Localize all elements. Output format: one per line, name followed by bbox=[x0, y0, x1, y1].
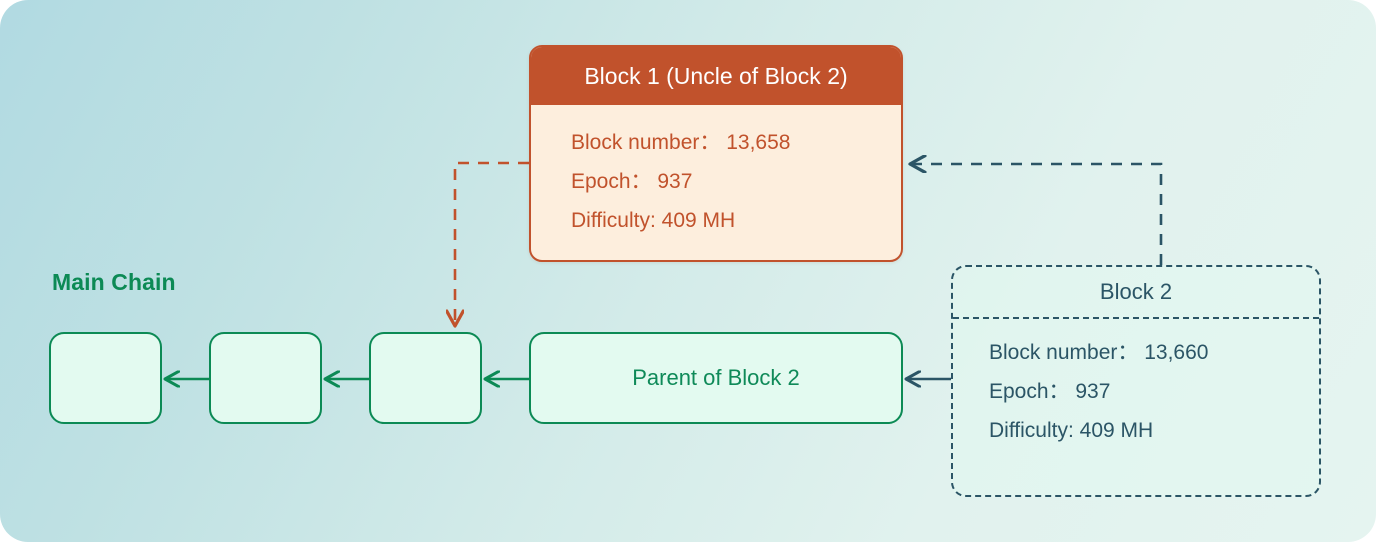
block-2-body: Block number： 13,660 Epoch： 937 Difficul… bbox=[953, 319, 1319, 450]
arrow-uncle-to-chain-3 bbox=[455, 161, 529, 326]
block-2-header: Block 2 bbox=[953, 267, 1319, 319]
block-2-block-number: Block number： 13,660 bbox=[989, 341, 1209, 364]
block-1-uncle-card[interactable]: Block 1 (Uncle of Block 2) Block number：… bbox=[529, 45, 903, 262]
block-1-header: Block 1 (Uncle of Block 2) bbox=[531, 47, 901, 105]
block-2-title: Block 2 bbox=[1099, 279, 1173, 304]
block-2-difficulty: Difficulty: 409 MH bbox=[989, 419, 1154, 442]
block-1-title: Block 1 (Uncle of Block 2) bbox=[584, 62, 848, 89]
chain-block-2[interactable] bbox=[209, 332, 322, 424]
block-1-difficulty: Difficulty: 409 MH bbox=[571, 209, 736, 232]
block-2-card[interactable]: Block 2 Block number： 13,660 Epoch： 937 … bbox=[951, 265, 1321, 497]
block-2-epoch: Epoch： 937 bbox=[989, 380, 1111, 403]
block-1-body: Block number： 13,658 Epoch： 937 Difficul… bbox=[531, 105, 901, 260]
chain-block-3[interactable] bbox=[369, 332, 482, 424]
chain-block-1[interactable] bbox=[49, 332, 162, 424]
block-1-block-number: Block number： 13,658 bbox=[571, 131, 791, 154]
arrow-block2-to-uncle bbox=[910, 164, 1163, 265]
main-chain-label: Main Chain bbox=[52, 269, 176, 295]
block-1-epoch: Epoch： 937 bbox=[571, 170, 693, 193]
parent-of-block-2-node[interactable]: Parent of Block 2 bbox=[529, 332, 903, 424]
parent-of-block-2-label: Parent of Block 2 bbox=[632, 365, 800, 390]
